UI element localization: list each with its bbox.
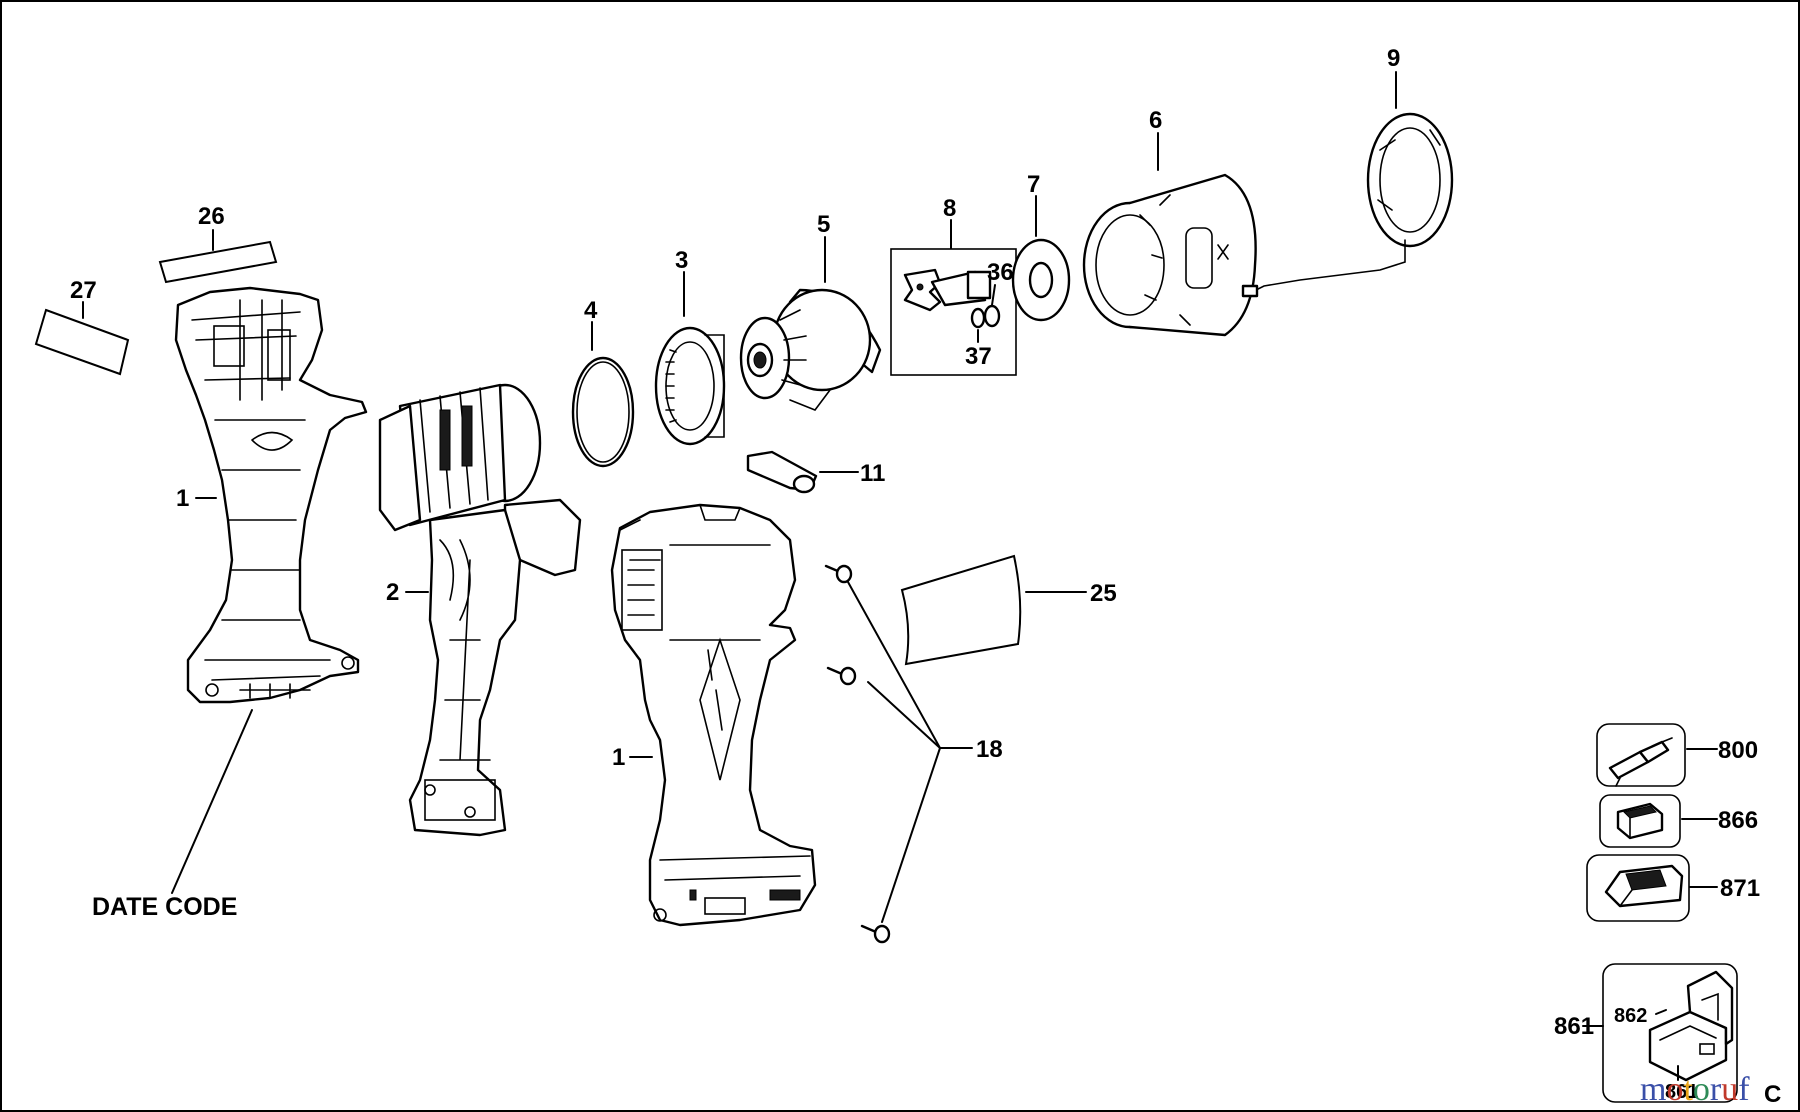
callout-5: 5 (817, 211, 830, 238)
callout-3: 3 (675, 247, 688, 274)
callout-871: 871 (1720, 875, 1760, 902)
watermark-logo: motoruf C (1640, 1071, 1781, 1108)
housing-half-right (610, 503, 817, 927)
callout-36: 36 (987, 259, 1014, 286)
anvil-8 (903, 268, 992, 312)
accessory-box-800 (1596, 723, 1686, 787)
anvil-kit-box-8 (890, 248, 1017, 376)
callout-1-right: 1 (612, 744, 625, 771)
gear-assembly-5 (739, 288, 882, 411)
accessory-box-866 (1599, 794, 1681, 848)
accessory-box-861 (1602, 963, 1738, 1103)
callout-26: 26 (198, 203, 225, 230)
callout-27: 27 (70, 277, 97, 304)
clip-11 (746, 450, 818, 494)
watermark-letter: u (1721, 1071, 1738, 1108)
watermark-letter: f (1738, 1071, 1750, 1108)
callout-18: 18 (976, 736, 1003, 763)
callout-4: 4 (584, 297, 598, 324)
screw-18-bottom (860, 924, 891, 944)
motor-switch-assembly (378, 383, 582, 837)
watermark-text: motoruf (1640, 1071, 1750, 1108)
watermark-letter: r (1710, 1071, 1722, 1108)
watermark-letter: t (1683, 1071, 1693, 1108)
ring-gear-3 (654, 326, 726, 446)
label-decal-27 (34, 308, 130, 376)
callout-2: 2 (386, 579, 399, 606)
label-decal-25 (900, 554, 1022, 666)
o-ring-4 (571, 356, 635, 468)
screw-18-top (824, 564, 853, 584)
callout-7: 7 (1027, 171, 1040, 198)
callout-800: 800 (1718, 737, 1758, 764)
callout-862: 862 (1614, 1005, 1647, 1027)
screw-18-middle (826, 666, 857, 686)
callout-9: 9 (1387, 45, 1400, 72)
callout-866: 866 (1718, 807, 1758, 834)
callout-861: 861 (1554, 1013, 1594, 1040)
callout-37: 37 (965, 343, 992, 370)
callout-8: 8 (943, 195, 956, 222)
gear-case-6 (1082, 173, 1257, 337)
watermark-suffix: C (1764, 1081, 1781, 1108)
callout-1-left: 1 (176, 485, 189, 512)
washer-37 (970, 307, 986, 329)
callout-861-inner: 861 (1665, 1081, 1698, 1103)
watermark-letter: m (1640, 1071, 1666, 1108)
callout-6: 6 (1149, 107, 1162, 134)
callout-25: 25 (1090, 580, 1117, 607)
accessory-box-871 (1586, 854, 1690, 922)
label-decal-26 (158, 240, 278, 284)
washer-7 (1011, 238, 1071, 322)
watermark-letter: o (1666, 1071, 1683, 1108)
led-ring-9 (1241, 112, 1454, 298)
watermark-letter: o (1693, 1071, 1710, 1108)
o-ring-36 (983, 304, 1001, 328)
callout-11: 11 (860, 460, 885, 487)
housing-half-left (174, 286, 368, 704)
date-code-label: DATE CODE (92, 893, 237, 921)
